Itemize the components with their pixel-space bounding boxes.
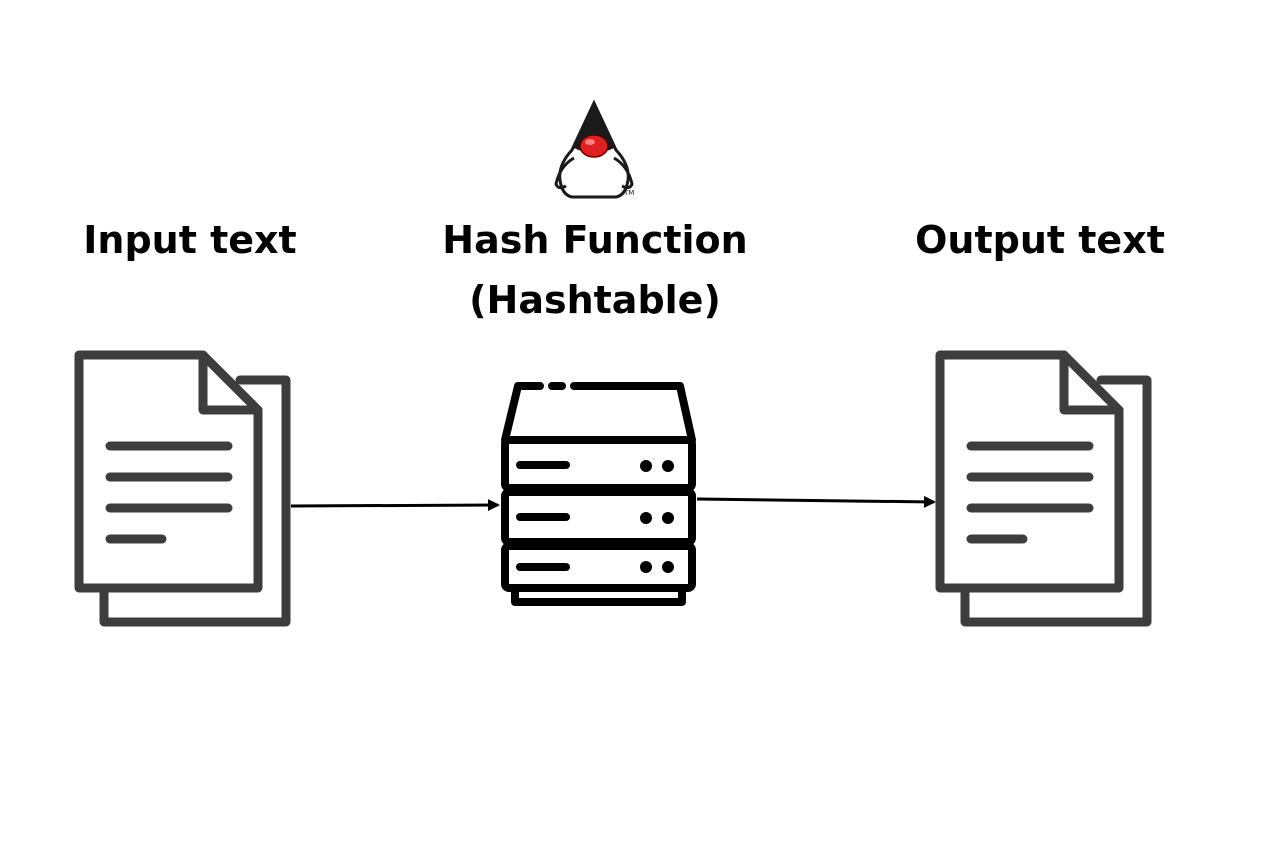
- input-text-label: Input text: [40, 210, 340, 270]
- input-document-icon: [74, 350, 291, 627]
- svg-text:TM: TM: [623, 189, 634, 197]
- hash-function-label-line2: (Hashtable): [469, 278, 721, 322]
- output-text-label-text: Output text: [915, 218, 1165, 262]
- hash-function-label-line1: Hash Function: [442, 218, 748, 262]
- server-lights: [640, 460, 674, 573]
- server-stack-icon: [501, 382, 696, 606]
- input-text-label-text: Input text: [83, 218, 297, 262]
- hash-function-label: Hash Function (Hashtable): [420, 210, 770, 330]
- output-text-label: Output text: [890, 210, 1190, 270]
- output-document-icon: [935, 350, 1152, 627]
- arrow-input-to-hash: [290, 499, 500, 512]
- java-duke-logo: TM: [554, 99, 634, 199]
- arrow-hash-to-output: [696, 495, 936, 508]
